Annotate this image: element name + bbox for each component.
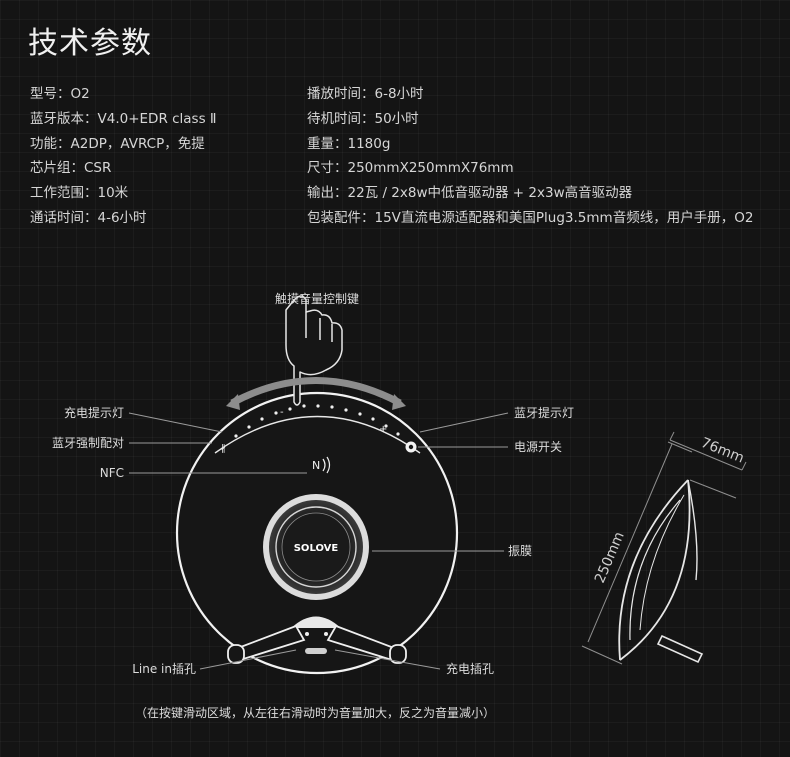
spec-output: 输出：22瓦 / 2x8w中低音驱动器 + 2x3w高音驱动器 — [307, 185, 633, 202]
speaker-stand — [227, 616, 407, 664]
spec-play-time: 播放时间：6-8小时 — [307, 86, 424, 102]
spec-weight: 重量：1180g — [307, 135, 391, 152]
label-charge-light: 充电提示灯 — [64, 405, 124, 420]
dim-height: 250mm — [592, 530, 628, 586]
power-button-icon[interactable] — [405, 441, 417, 453]
label-bt-light: 蓝牙提示灯 — [514, 405, 574, 420]
usage-note: （在按键滑动区域，从左往右滑动时为音量加大，反之为音量减小） — [135, 705, 495, 720]
spec-size: 尺寸：250mmX250mmX76mm — [307, 160, 514, 177]
svg-text:N: N — [312, 459, 320, 472]
label-touch-volume: 触摸音量控制键 — [275, 291, 359, 306]
spec-list-left: 型号：O2 蓝牙版本：V4.0+EDR class Ⅱ 功能：A2DP，AVRC… — [30, 82, 217, 231]
spec-range: 工作范围：10米 — [30, 185, 129, 202]
speaker-driver: SOLOVE — [263, 494, 369, 600]
page-title: 技术参数 — [28, 26, 152, 61]
callout-lines — [128, 412, 509, 670]
label-charge-port: 充电插孔 — [446, 661, 494, 676]
spec-standby-time: 待机时间：50小时 — [307, 110, 419, 127]
svg-text:+: + — [379, 424, 387, 435]
swipe-arrow-icon — [226, 377, 406, 410]
svg-text:∦: ∦ — [221, 444, 226, 454]
label-line-in: Line in插孔 — [132, 662, 196, 676]
label-diaphragm: 振膜 — [508, 544, 532, 558]
spec-list-right: 播放时间：6-8小时 待机时间：50小时 重量：1180g 尺寸：250mmX2… — [307, 82, 753, 231]
speaker-side-view — [618, 479, 704, 664]
spec-model: 型号：O2 — [30, 86, 90, 102]
bluetooth-pair-icon[interactable]: ∦ — [221, 444, 226, 454]
spec-chipset: 芯片组：CSR — [30, 160, 112, 177]
spec-bluetooth-version: 蓝牙版本：V4.0+EDR class Ⅱ — [30, 110, 217, 127]
speaker-front-view: - + ∦ N SOLOVE — [175, 391, 459, 675]
spec-package: 包装配件：15V直流电源适配器和美国Plug3.5mm音频线，用户手册，O2 — [307, 209, 754, 226]
svg-text:-: - — [280, 407, 284, 418]
dimension-lines — [581, 431, 747, 665]
label-power: 电源开关 — [514, 440, 562, 454]
nfc-icon: N — [312, 456, 331, 474]
brand-logo: SOLOVE — [294, 543, 339, 554]
label-bt-pair: 蓝牙强制配对 — [52, 436, 124, 450]
hand-pointer-icon — [285, 295, 343, 406]
label-nfc: NFC — [100, 466, 124, 480]
spec-function: 功能：A2DP，AVRCP，免提 — [30, 135, 205, 152]
touch-slider-dots[interactable] — [234, 404, 400, 438]
spec-talk-time: 通话时间：4-6小时 — [30, 209, 147, 226]
